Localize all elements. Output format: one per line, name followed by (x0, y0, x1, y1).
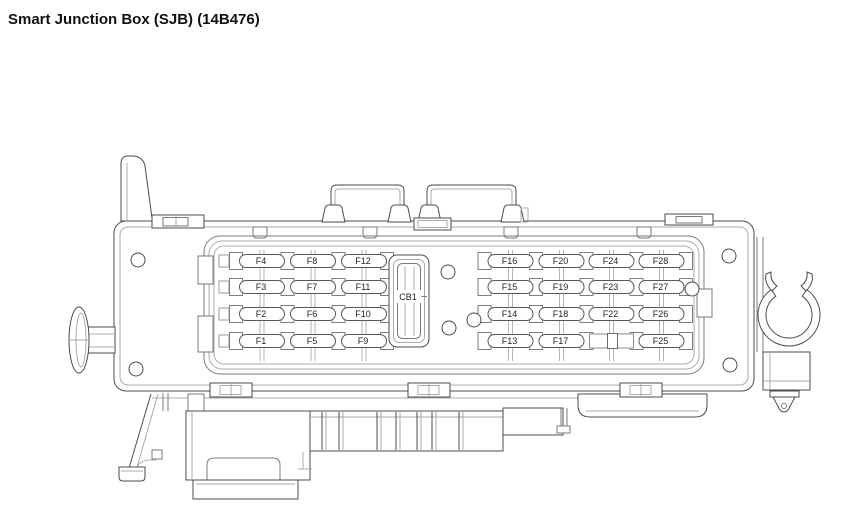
left-leg (118, 393, 163, 482)
screw-hole (130, 252, 146, 268)
fuse-F10: F10 (341, 307, 387, 321)
fuse-label: F12 (355, 256, 371, 266)
fuse-F28: F28 (638, 254, 685, 268)
fuse-label: F9 (358, 336, 369, 346)
fuse-label: F1 (256, 336, 267, 346)
screw-hole (440, 264, 456, 280)
fuse-label: F22 (603, 309, 619, 319)
push-pin-fastener (68, 306, 116, 374)
ribbed-band (298, 410, 504, 470)
fuse-F15: F15 (487, 280, 534, 294)
fuse-label: F13 (502, 336, 518, 346)
right-attachments (756, 237, 821, 413)
fuse-F2: F2 (239, 307, 285, 321)
fuse-label: F19 (553, 282, 569, 292)
fuse-F7: F7 (290, 280, 336, 294)
fuse-tray (197, 235, 713, 375)
fuse-F14: F14 (487, 307, 534, 321)
fuse-F9: F9 (341, 334, 387, 348)
diagram-title: Smart Junction Box (SJB) (14B476) (8, 11, 260, 28)
screw-hole (466, 312, 482, 328)
fuse-F18: F18 (538, 307, 585, 321)
fuse-F24: F24 (588, 254, 635, 268)
screw-hole (441, 320, 457, 336)
screw-hole (684, 281, 700, 297)
fuse-F6: F6 (290, 307, 336, 321)
fuse-F20: F20 (538, 254, 585, 268)
fuse-label: F6 (307, 309, 318, 319)
bottom-rail-tabs (209, 382, 663, 398)
screw-hole (128, 361, 144, 377)
fuse-label: F3 (256, 282, 267, 292)
fuse-F25: F25 (638, 334, 685, 348)
fuse-F13: F13 (487, 334, 534, 348)
fuse-label: F16 (502, 256, 518, 266)
fuse-F19: F19 (538, 280, 585, 294)
fuse-label: F28 (653, 256, 669, 266)
fuse-F8: F8 (290, 254, 336, 268)
connector-housing (185, 410, 311, 500)
circuit-breaker-cb1: CB1 (388, 254, 430, 348)
cb1-label: CB1 (399, 292, 417, 302)
screw-hole (721, 248, 737, 264)
fuse-label: F10 (355, 309, 371, 319)
wire-loops (321, 184, 529, 231)
fuse-F3: F3 (239, 280, 285, 294)
fuse-label: F15 (502, 282, 518, 292)
fuse-label: F17 (553, 336, 569, 346)
fuse-F17: F17 (538, 334, 585, 348)
mounting-fin (120, 155, 205, 229)
fuse-F11: F11 (341, 280, 387, 294)
empty-fuse-slot (589, 333, 634, 349)
top-right-tab (664, 213, 714, 226)
fuse-F27: F27 (638, 280, 685, 294)
fuse-label: F5 (307, 336, 318, 346)
push-pin-anchor (769, 390, 800, 413)
fuse-label: F8 (307, 256, 318, 266)
bottom-connectors (118, 382, 708, 500)
fuse-F12: F12 (341, 254, 387, 268)
fuse-label: F14 (502, 309, 518, 319)
mounting-bracket (762, 351, 811, 391)
fuse-label: F18 (553, 309, 569, 319)
harness-clip (757, 271, 821, 347)
fuse-F22: F22 (588, 307, 635, 321)
fuse-F4: F4 (239, 254, 285, 268)
fuse-label: F26 (653, 309, 669, 319)
fuse-label: F4 (256, 256, 267, 266)
fuse-label: F7 (307, 282, 318, 292)
fuse-label: F23 (603, 282, 619, 292)
fuse-label: F11 (356, 282, 371, 292)
fuse-label: F25 (653, 336, 669, 346)
fuse-F23: F23 (588, 280, 635, 294)
fuse-F16: F16 (487, 254, 534, 268)
screw-holes (128, 248, 738, 377)
fuse-F5: F5 (290, 334, 336, 348)
screw-hole (722, 357, 738, 373)
bottom-steps (502, 393, 708, 436)
fuse-label: F20 (553, 256, 569, 266)
fuse-F1: F1 (239, 334, 285, 348)
fuse-label: F27 (653, 282, 669, 292)
fuse-label: F24 (603, 256, 619, 266)
fuse-label: F2 (256, 309, 267, 319)
fuse-F26: F26 (638, 307, 685, 321)
